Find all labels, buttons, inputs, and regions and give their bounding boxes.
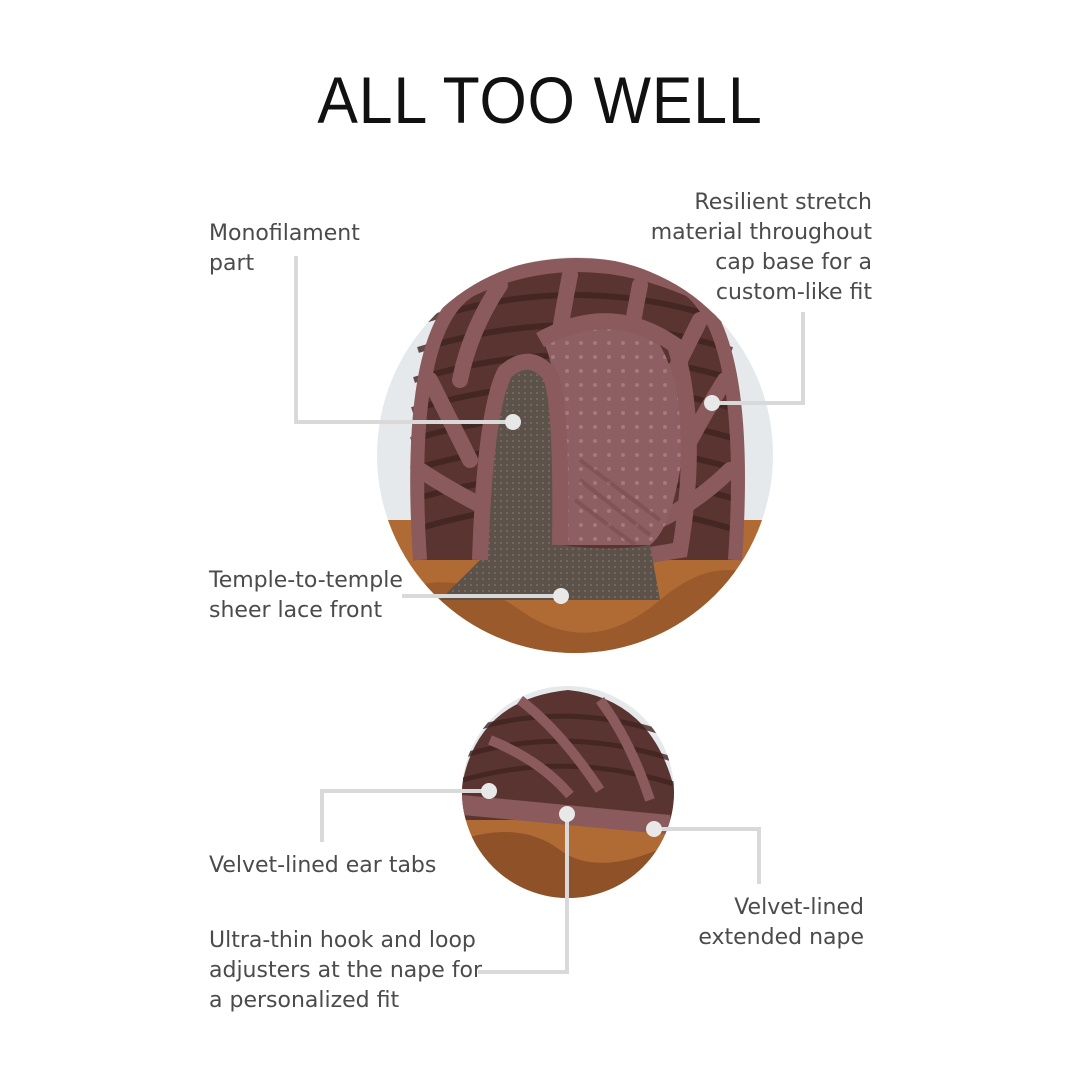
callout-ear-tabs: Velvet-lined ear tabs <box>209 853 437 878</box>
leader-hook-loop <box>478 814 569 974</box>
dot-ear-tabs <box>481 783 497 799</box>
callout-hook-loop: Ultra-thin hook and loop adjusters at th… <box>209 928 482 1013</box>
top-cap-photo <box>377 257 773 653</box>
dot-nape <box>646 821 662 837</box>
callout-monofilament: Monofilament part <box>209 221 360 276</box>
leader-monofilament <box>294 256 513 424</box>
callout-dots <box>481 395 720 837</box>
leader-lines <box>294 256 805 974</box>
dot-hook-loop <box>559 806 575 822</box>
callout-lace: Temple-to-temple sheer lace front <box>209 568 403 623</box>
leader-ear-tabs <box>320 789 489 842</box>
leader-stretch <box>712 312 805 405</box>
callout-nape: Velvet-lined extended nape <box>698 895 864 950</box>
dot-lace <box>553 588 569 604</box>
product-title: ALL TOO WELL <box>317 63 763 137</box>
dot-stretch <box>704 395 720 411</box>
leader-nape <box>654 827 761 884</box>
dot-monofilament <box>505 414 521 430</box>
callout-stretch: Resilient stretch material throughout ca… <box>650 190 872 305</box>
bottom-cap-photo <box>462 686 674 898</box>
